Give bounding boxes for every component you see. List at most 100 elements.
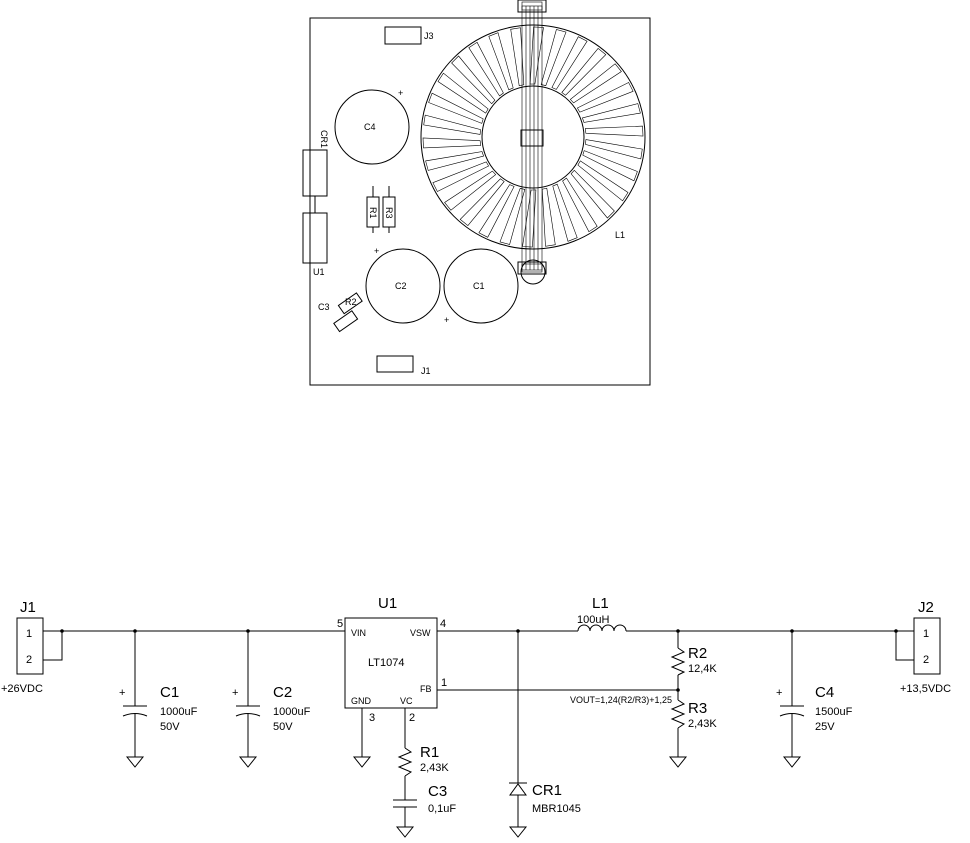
toroid-winding: [489, 33, 513, 90]
pcb-board-outline: [310, 18, 650, 385]
j2-ref: J2: [918, 599, 934, 616]
u1-pin-gnd: GND: [351, 696, 372, 706]
u1-num-vsw: 4: [440, 618, 446, 630]
toroid-winding: [571, 170, 614, 218]
j1-value: +26VDC: [1, 683, 43, 695]
pcb-layout: J3 C4 + CR1 U1 R1 R3 C2 + C1 +: [303, 0, 650, 385]
pcb-c4-plus: +: [398, 88, 403, 98]
pcb-r1-label: R1: [368, 207, 378, 219]
j2-pin2: 2: [923, 654, 929, 666]
pcb-c2-plus: +: [374, 246, 379, 256]
schematic-c3: C3 0,1uF: [393, 783, 456, 837]
pcb-c3-label: C3: [318, 302, 330, 312]
junction-dots: [60, 629, 898, 692]
r3-value: 2,43K: [688, 718, 717, 730]
toroid-winding: [530, 27, 543, 84]
schematic-u1: U1 LT1074 VIN VSW GND VC FB 5 4 3 2 1: [337, 595, 447, 767]
toroid-winding: [553, 184, 577, 241]
schematic-r3: R3 2,43K: [670, 700, 717, 767]
u1-part: LT1074: [368, 657, 405, 669]
toroid-winding: [423, 138, 481, 148]
fb-net-label: VOUT=1,24(R2/R3)+1,25: [570, 695, 672, 705]
r1-value: 2,43K: [420, 762, 449, 774]
r2-ref: R2: [688, 645, 707, 662]
pcb-cr1-label: CR1: [319, 130, 329, 148]
c4-ref: C4: [815, 684, 834, 701]
c3-ref: C3: [428, 783, 447, 800]
j2-value: +13,5VDC: [900, 683, 951, 695]
cr1-ref: CR1: [532, 782, 562, 799]
schematic-c1: + C1 1000uF 50V: [119, 631, 198, 767]
c4-plus: +: [776, 687, 782, 699]
cr1-part: MBR1045: [532, 803, 581, 815]
pcb-u1-label: U1: [313, 267, 325, 277]
toroid-winding: [469, 42, 504, 96]
schematic-cr1: CR1 MBR1045: [509, 631, 581, 837]
c2-value: 1000uF: [273, 706, 311, 718]
u1-pin-vsw: VSW: [410, 628, 431, 638]
c2-plus: +: [232, 687, 238, 699]
c1-plus: +: [119, 687, 125, 699]
c1-value: 1000uF: [160, 706, 198, 718]
u1-num-vc: 2: [409, 712, 415, 724]
toroid-winding: [586, 140, 643, 159]
toroid-winding: [541, 30, 566, 86]
toroid-winding: [452, 56, 495, 104]
l1-value: 100uH: [577, 614, 609, 626]
pcb-j1-footprint: [377, 356, 413, 372]
pcb-c1-plus: +: [444, 315, 449, 325]
c1-rating: 50V: [160, 721, 180, 733]
j2-pin1: 1: [923, 628, 929, 640]
c2-ref: C2: [273, 684, 292, 701]
u1-ref: U1: [378, 595, 397, 612]
pcb-l1-toroid: L1: [421, 0, 645, 284]
pcb-r2-label: R2: [345, 297, 357, 307]
toroid-winding: [570, 64, 621, 103]
toroid-winding: [429, 93, 484, 123]
l1-ref: L1: [592, 595, 609, 612]
toroid-winding: [585, 126, 643, 136]
u1-num-gnd: 3: [369, 712, 375, 724]
toroid-winding: [445, 171, 496, 210]
r3-ref: R3: [688, 700, 707, 717]
c3-value: 0,1uF: [428, 803, 456, 815]
pcb-c3-footprint: [334, 311, 358, 332]
toroid-winding: [578, 161, 628, 201]
pcb-c1-label: C1: [473, 281, 485, 291]
pcb-c2-label: C2: [395, 281, 407, 291]
pcb-j1-label: J1: [421, 366, 431, 376]
toroid-winding: [563, 178, 598, 232]
r1-ref: R1: [420, 744, 439, 761]
pcb-cr1-footprint: [303, 150, 327, 196]
toroid-winding: [424, 115, 481, 134]
c4-value: 1500uF: [815, 706, 853, 718]
u1-pin-vin: VIN: [351, 628, 366, 638]
toroid-winding: [582, 104, 640, 123]
c1-ref: C1: [160, 684, 179, 701]
pcb-j3-label: J3: [424, 31, 434, 41]
toroid-winding: [438, 73, 488, 113]
c2-rating: 50V: [273, 721, 293, 733]
pcb-c4-label: C4: [364, 122, 376, 132]
u1-pin-fb: FB: [420, 684, 432, 694]
schematic-c2: + C2 1000uF 50V: [232, 631, 311, 767]
pcb-u1-footprint: [303, 213, 327, 263]
j1-pin1: 1: [26, 628, 32, 640]
toroid-winding: [426, 152, 484, 171]
j1-pin2: 2: [26, 654, 32, 666]
toroid-winding: [552, 37, 587, 90]
toroid-winding: [479, 185, 514, 238]
schematic-l1: L1 100uH: [577, 595, 626, 631]
u1-num-fb: 1: [441, 677, 447, 689]
pcb-j3-footprint: [385, 27, 421, 44]
toroid-winding: [583, 151, 638, 181]
schematic-j2: J2 1 2 +13,5VDC: [896, 599, 951, 695]
r2-value: 12,4K: [688, 663, 717, 675]
j1-ref: J1: [20, 599, 36, 616]
u1-num-vin: 5: [337, 618, 343, 630]
schematic-j1: J1 1 2 +26VDC: [1, 599, 62, 695]
toroid-winding: [500, 188, 525, 244]
u1-pin-vc: VC: [400, 696, 413, 706]
c4-rating: 25V: [815, 721, 835, 733]
